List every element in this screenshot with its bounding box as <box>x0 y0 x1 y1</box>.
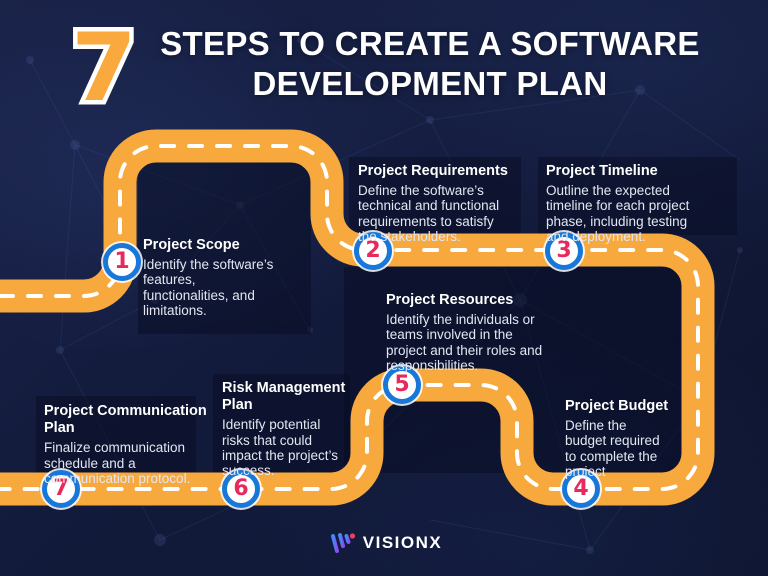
page-title: STEPS TO CREATE A SOFTWARE DEVELOPMENT P… <box>160 25 700 103</box>
step-6-description: Identify potential risks that could impa… <box>222 417 339 479</box>
step-6-text: Risk Management Plan Identify potential … <box>222 380 357 479</box>
step-3-title: Project Timeline <box>546 163 658 179</box>
step-4-title: Project Budget <box>565 398 669 414</box>
step-1-text: Project Scope Identify the software’s fe… <box>143 237 323 319</box>
panel-step-2 <box>349 157 521 235</box>
step-1-badge: 1 <box>103 243 141 281</box>
step-7-number: 7 <box>53 476 69 501</box>
step-5-description: Identify the individuals or teams involv… <box>386 312 543 374</box>
step-5-badge: 5 <box>383 366 421 404</box>
step-2-number: 2 <box>365 238 381 263</box>
step-2-text: Project Requirements Define the software… <box>358 163 538 245</box>
step-3-description: Outline the expected timeline for each p… <box>546 183 690 245</box>
step-3-badge: 3 <box>545 232 583 270</box>
footer-logo: VISIONX <box>0 530 768 556</box>
big-seven-text: 7 <box>71 14 136 116</box>
big-seven-numeral: 7 <box>67 12 141 116</box>
panel-step-1 <box>138 162 311 334</box>
brand-name: VISIONX <box>362 533 443 552</box>
step-7-description: Finalize communication schedule and a co… <box>44 440 191 486</box>
panel-step-6 <box>213 374 350 473</box>
step-7-badge: 7 <box>42 470 80 508</box>
step-2-description: Define the software’s technical and func… <box>358 183 500 245</box>
step-4-description: Define the budget required to complete t… <box>565 418 660 480</box>
step-5-title: Project Resources <box>386 292 514 308</box>
step-5-number: 5 <box>394 372 410 397</box>
step-3-number: 3 <box>556 238 572 263</box>
step-6-title: Risk Management Plan <box>222 380 346 414</box>
step-4-text: Project Budget Define the budget require… <box>565 398 700 480</box>
step-2-badge: 2 <box>354 232 392 270</box>
step-4-badge: 4 <box>562 470 600 508</box>
step-6-number: 6 <box>233 476 249 501</box>
step-7-text: Project Communication Plan Finalize comm… <box>44 403 209 486</box>
step-6-badge: 6 <box>222 470 260 508</box>
step-1-description: Identify the software’s features, functi… <box>143 257 274 319</box>
step-1-title: Project Scope <box>143 237 240 253</box>
step-7-title: Project Communication Plan <box>44 403 207 437</box>
step-3-text: Project Timeline Outline the expected ti… <box>546 163 746 245</box>
panel-step-7 <box>36 396 196 473</box>
visionx-logomark-icon <box>330 533 355 553</box>
step-4-number: 4 <box>573 476 589 501</box>
step-5-text: Project Resources Identify the individua… <box>386 292 596 374</box>
step-1-number: 1 <box>114 249 130 274</box>
step-2-title: Project Requirements <box>358 163 508 179</box>
panel-step-3 <box>538 157 737 235</box>
